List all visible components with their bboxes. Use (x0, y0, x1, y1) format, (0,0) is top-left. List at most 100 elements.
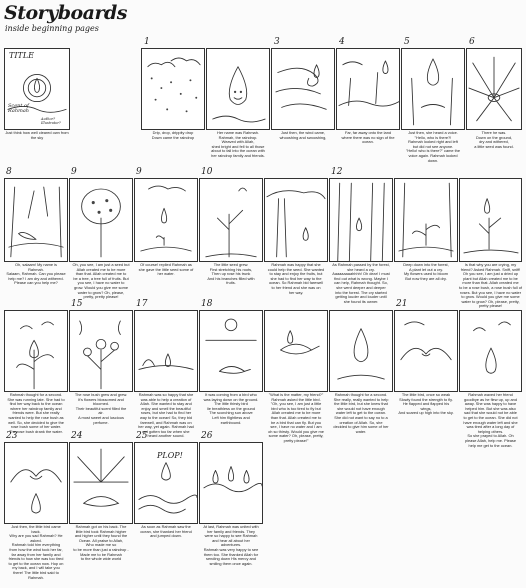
panel-5-number: 5 (404, 37, 410, 47)
panel-23-number: 23 (6, 431, 18, 441)
storyboard-sheet: TITLE Scent of Rahmah Author? Illustrato… (0, 34, 526, 588)
panel-20 (329, 310, 393, 392)
panel-6-number: 6 (469, 37, 475, 47)
panel-14 (459, 178, 522, 262)
panel-15-number: 15 (71, 299, 83, 309)
roses-bloom-sketch (79, 320, 121, 390)
bird-talk-sketch (280, 330, 320, 355)
panel-3-caption: Just then, the wind came, whooshing and … (279, 130, 327, 140)
panel-12-number: 12 (331, 167, 343, 177)
panel-3-number: 3 (274, 37, 280, 47)
panel-1-caption: Drip, drop, drippity drop Down came the … (151, 130, 195, 140)
panel-23 (4, 442, 68, 524)
seed-burst-sketch (468, 56, 520, 122)
panel-8-number: 8 (6, 167, 12, 177)
land-sketch (338, 60, 399, 107)
panel-24 (69, 442, 133, 524)
panel-9b-caption: Of course! replied Rahmah as she gave th… (138, 262, 194, 277)
panel-13 (394, 178, 458, 262)
rose-bush-sketch (463, 198, 519, 254)
panel-8 (4, 178, 68, 262)
panel-10-number: 10 (201, 167, 213, 177)
panel-18 (199, 310, 263, 392)
panel-22 (459, 310, 522, 392)
giving-water-sketch (140, 185, 192, 252)
rose-bush-drinking-sketch (16, 321, 54, 390)
panel-9b (134, 178, 198, 262)
panel-9b-number: 9 (136, 167, 142, 177)
panel-1 (141, 48, 205, 130)
panel-2 (206, 48, 270, 130)
panel-11 (264, 178, 328, 262)
panel-21-number: 21 (396, 299, 408, 309)
voice-sketch (411, 58, 453, 126)
panel-18-number: 18 (201, 299, 213, 309)
panel-23-caption: Just then, the little bird came back. Wh… (8, 524, 64, 580)
rahmah-thinking-sketch (337, 328, 385, 380)
panel-15-caption: The rose bush grew and grew. It's flower… (74, 392, 128, 425)
panel-22-caption: Rahmah waved her friend goodbye as he fl… (463, 392, 518, 448)
panel-25-caption: As soon as Rahmah saw the ocean, she tha… (140, 524, 192, 539)
panel-1-number: 1 (144, 37, 150, 47)
panel-14-caption: Is that why you are crying, my friend? A… (459, 262, 522, 309)
rahmah-prays-sketch (473, 321, 511, 374)
panel-5 (401, 48, 465, 130)
panel-17-caption: Rahmah was so happy that she was able to… (138, 392, 194, 439)
storyboard-subtitle: inside beginning pages (5, 24, 99, 33)
panel-5-caption: Just then, she heard a voice. "Hello, wh… (405, 130, 460, 163)
rahmah-drop-sketch (212, 66, 266, 123)
reunion-sketch (203, 466, 262, 493)
panel-9a-caption: Oh, you see, I am just a seed but Allah … (72, 262, 130, 300)
tree-growing-sketch (205, 187, 257, 258)
panel-4 (336, 48, 400, 130)
panel-12 (329, 178, 393, 262)
wind-sketch (275, 64, 327, 110)
panel-12-caption: As Rahmah passed by the forest, she hear… (332, 262, 390, 304)
plop-sound: PLOP! (157, 451, 183, 460)
panel-10 (199, 178, 263, 262)
panel-24-caption: Rahmah got on his back. The little bird … (73, 524, 129, 562)
panel-10-caption: The little seed grew. First stretching h… (207, 262, 255, 286)
panel-20-caption: Rahmah thought for a second. She really,… (333, 392, 389, 434)
panel-cover: TITLE Scent of Rahmah Author? Illustrato… (4, 48, 70, 130)
panel-6-caption: There he was. Down on the ground, dry an… (474, 130, 514, 149)
storyboard-title: Storyboards (4, 2, 127, 24)
panel-21-caption: The little bird, once so weak Slowly fou… (398, 392, 454, 416)
talking-seed-sketch (8, 186, 64, 258)
thirsty-bird-sketch (205, 318, 257, 374)
farewell-tree-sketch (266, 190, 326, 258)
cover-caption: Just think how well cleared own from the… (5, 130, 69, 140)
panel-8-caption: Oh, salaam! My name is Rahmah. Salaam, R… (6, 262, 66, 286)
panel-19 (264, 310, 328, 392)
crying-plant-sketch (398, 182, 454, 258)
panel-4-caption: Far, far away onto the land where there … (341, 130, 395, 145)
panel-r3-1-caption: Rahmah thought for a second. She was run… (7, 392, 65, 434)
panel-21 (394, 310, 458, 392)
panel-17 (134, 310, 198, 392)
panel-9a-number: 9 (71, 167, 77, 177)
panel-2-caption: Her name was Rahmah. Rahmah, the raindro… (211, 130, 265, 158)
panel-3 (271, 48, 335, 130)
panel-26-number: 26 (201, 431, 213, 441)
flying-high-sketch (73, 448, 129, 507)
panel-17-number: 17 (136, 299, 148, 309)
panel-25: PLOP! (134, 442, 198, 524)
panel-19-caption: "What is the matter, my friend?" Rahmah … (268, 392, 324, 443)
ocean-splash-sketch (138, 462, 197, 514)
panel-9a (69, 178, 133, 262)
panel-15 (69, 310, 133, 392)
panel-6 (466, 48, 522, 130)
panel-r3-1 (4, 310, 68, 392)
tree-dream-sketch (81, 188, 121, 258)
raindrop-sky-sketch (147, 57, 201, 113)
panel-11-caption: Rahmah was happy that she could help the… (267, 262, 325, 295)
bird-returns-sketch (10, 469, 62, 514)
cover-credit: Scent of Rahmah (8, 103, 30, 114)
cover-title: TITLE (9, 51, 34, 60)
forest-sketch (337, 182, 385, 261)
on-her-way-sketch (138, 353, 194, 370)
panel-18-caption: It was coming from a bird who was laying… (203, 392, 259, 425)
panel-26-caption: At last, Rahmah was united with her fami… (203, 524, 259, 566)
cover-note: Author? Illustrator? (41, 117, 61, 125)
panel-13-caption: Deep down into the forest, A plant let o… (403, 262, 449, 281)
